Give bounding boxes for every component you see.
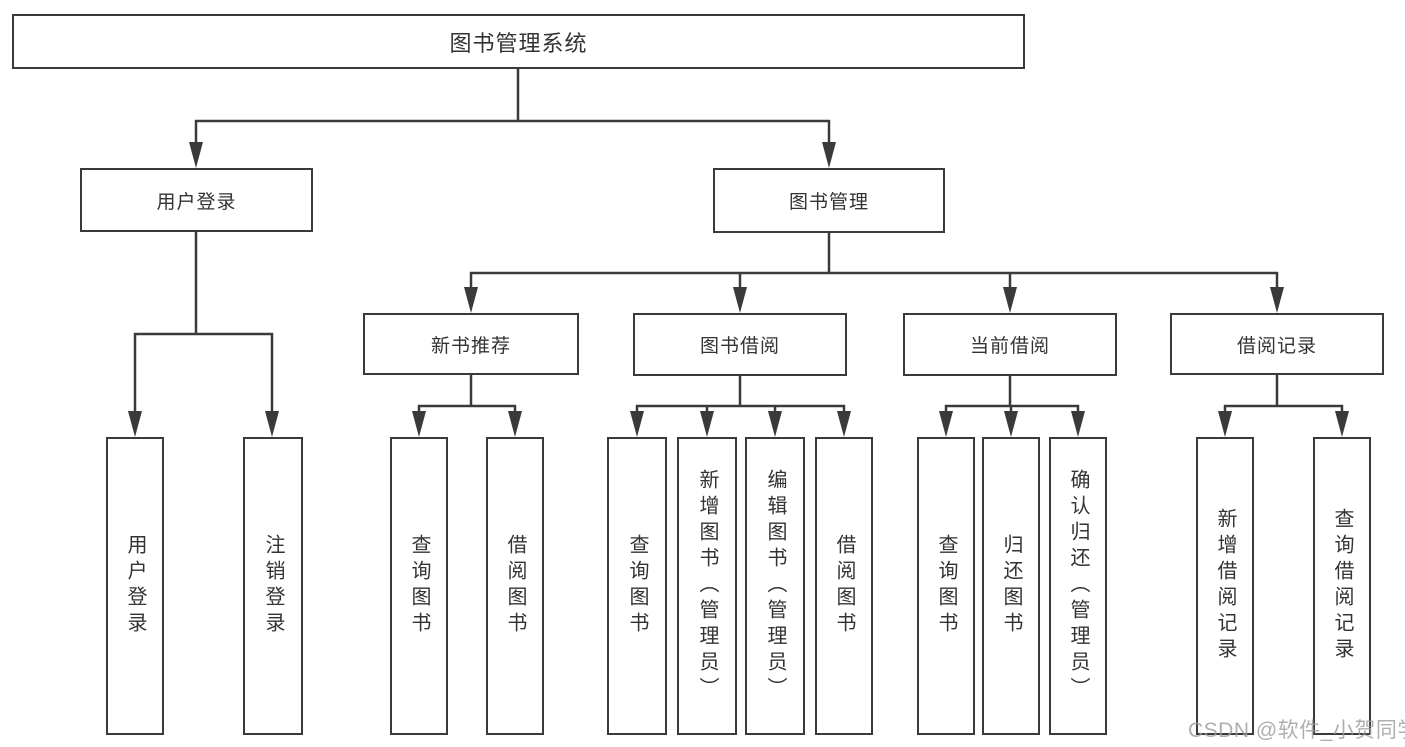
- arrow-down-icon: [1004, 411, 1018, 437]
- leaf-query-borrow-record: 查询借阅记录: [1313, 437, 1371, 735]
- node-current-borrow: 当前借阅: [903, 313, 1117, 376]
- node-system-root: 图书管理系统: [12, 14, 1025, 69]
- node-borrow-records: 借阅记录: [1170, 313, 1384, 375]
- arrow-down-icon: [1003, 287, 1017, 313]
- arrow-down-icon: [412, 411, 426, 437]
- arrow-down-icon: [464, 287, 478, 313]
- leaf-borrow-books: 借阅图书: [815, 437, 873, 735]
- arrow-down-icon: [630, 411, 644, 437]
- arrow-down-icon: [128, 411, 142, 437]
- arrow-down-icon: [1071, 411, 1085, 437]
- leaf-edit-books-admin: 编辑图书（管理员）: [745, 437, 805, 735]
- leaf-query-books-recommend: 查询图书: [390, 437, 448, 735]
- leaf-logout: 注销登录: [243, 437, 303, 735]
- arrow-down-icon: [1270, 287, 1284, 313]
- arrow-down-icon: [189, 142, 203, 168]
- node-book-management: 图书管理: [713, 168, 945, 233]
- leaf-add-books-admin: 新增图书（管理员）: [677, 437, 737, 735]
- arrow-down-icon: [768, 411, 782, 437]
- arrow-down-icon: [508, 411, 522, 437]
- arrow-down-icon: [1335, 411, 1349, 437]
- arrow-down-icon: [1218, 411, 1232, 437]
- node-user-login: 用户登录: [80, 168, 313, 232]
- leaf-query-books-current: 查询图书: [917, 437, 975, 735]
- arrow-down-icon: [822, 142, 836, 168]
- arrow-down-icon: [939, 411, 953, 437]
- watermark: CSDN @软件_小贺同学: [1188, 719, 1405, 742]
- leaf-user-login: 用户登录: [106, 437, 164, 735]
- arrow-down-icon: [265, 411, 279, 437]
- leaf-query-books-borrow: 查询图书: [607, 437, 667, 735]
- arrow-down-icons: [128, 142, 1349, 437]
- arrow-down-icon: [700, 411, 714, 437]
- leaf-borrow-books-recommend: 借阅图书: [486, 437, 544, 735]
- leaf-confirm-return-admin: 确认归还（管理员）: [1049, 437, 1107, 735]
- leaf-add-borrow-record: 新增借阅记录: [1196, 437, 1254, 735]
- node-book-borrow: 图书借阅: [633, 313, 847, 376]
- arrow-down-icon: [733, 287, 747, 313]
- node-new-book-recommend: 新书推荐: [363, 313, 579, 375]
- leaf-return-books: 归还图书: [982, 437, 1040, 735]
- arrow-down-icon: [837, 411, 851, 437]
